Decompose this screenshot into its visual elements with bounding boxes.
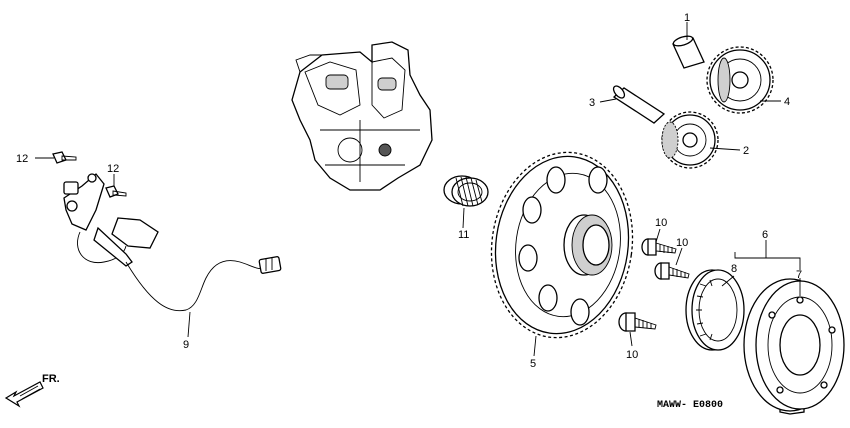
- callout-10-lower: 10: [626, 349, 638, 361]
- callout-8: 8: [731, 263, 737, 275]
- part-2-gear: [661, 111, 719, 169]
- part-12-bolt-lower: [105, 185, 127, 198]
- front-direction-label: FR.: [42, 373, 60, 385]
- part-10-bolt-middle: [654, 262, 690, 280]
- callout-10-upper: 10: [655, 217, 667, 229]
- part-7-clutch-outer: [743, 278, 845, 415]
- part-1-pin: [672, 35, 705, 69]
- engine-illustration: [291, 41, 433, 191]
- callout-11: 11: [458, 229, 469, 241]
- callout-7: 7: [796, 269, 802, 281]
- callout-2: 2: [743, 145, 749, 157]
- callout-9: 9: [183, 339, 189, 351]
- part-8-one-way-clutch: [685, 269, 745, 351]
- callout-10-middle: 10: [676, 237, 688, 249]
- callout-6: 6: [762, 229, 768, 241]
- front-direction-arrow-icon: [4, 381, 44, 408]
- diagram-code: MAWW- E0800: [657, 400, 723, 411]
- callout-12-upper: 12: [16, 153, 28, 165]
- leader-lines: [35, 22, 801, 357]
- part-10-bolt-lower: [618, 312, 657, 332]
- part-3-pin: [612, 85, 666, 124]
- part-9-sensor-harness: [63, 173, 282, 312]
- callout-12-lower: 12: [107, 163, 119, 175]
- part-5-starter-driven-gear: [490, 151, 634, 339]
- callout-3: 3: [589, 97, 595, 109]
- part-4-gear: [706, 46, 774, 114]
- callout-1: 1: [684, 12, 690, 24]
- callout-5: 5: [530, 358, 536, 370]
- callout-4: 4: [784, 96, 790, 108]
- part-11-needle-bearing: [443, 175, 489, 207]
- part-10-bolt-upper: [641, 238, 677, 256]
- part-12-bolt-upper: [52, 151, 77, 164]
